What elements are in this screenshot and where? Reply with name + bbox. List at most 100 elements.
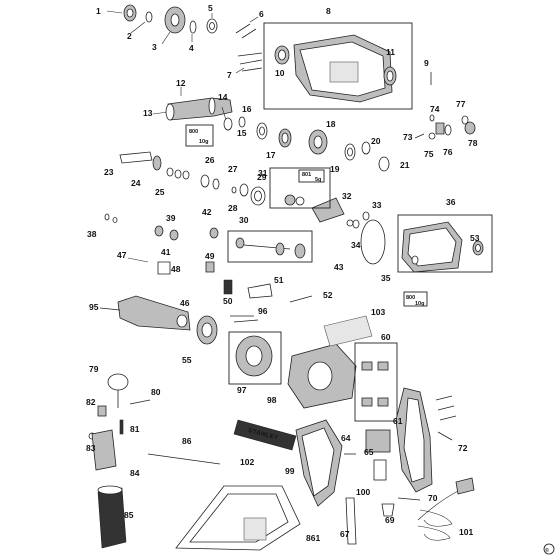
part-number-label: 100 bbox=[356, 487, 370, 497]
part-861-case bbox=[175, 485, 301, 551]
part-7-screws bbox=[235, 52, 263, 74]
part-number-label: 36 bbox=[446, 197, 456, 207]
part-number-label: 1 bbox=[96, 6, 101, 16]
part-97-brush-holder bbox=[235, 335, 273, 377]
part-number-label: 861 bbox=[306, 533, 320, 543]
part-number-label: 103 bbox=[371, 307, 385, 317]
part-number-label: 43 bbox=[334, 262, 344, 272]
part-number-label: 25 bbox=[155, 187, 165, 197]
part-85-side-handle bbox=[97, 485, 127, 549]
part-number-label: 18 bbox=[326, 119, 336, 129]
part-number-label: 21 bbox=[400, 160, 410, 170]
part-number-label: 65 bbox=[364, 447, 374, 457]
part-number-label: 52 bbox=[323, 290, 333, 300]
part-100-switch bbox=[373, 459, 387, 481]
part-number-label: 69 bbox=[385, 515, 395, 525]
part-1-collar bbox=[106, 4, 137, 22]
part-25-31-subassembly bbox=[284, 194, 305, 206]
part-number-label: 41 bbox=[161, 247, 171, 257]
grease-callout-text: 5g bbox=[315, 177, 321, 183]
part-number-label: 83 bbox=[86, 443, 96, 453]
assembly-box-36 bbox=[397, 214, 493, 273]
part-5-spring bbox=[206, 13, 218, 34]
part-6-pins-top bbox=[235, 16, 259, 39]
part-number-label: 8 bbox=[326, 6, 331, 16]
part-number-label: 80 bbox=[151, 387, 161, 397]
part-number-label: 74 bbox=[430, 104, 440, 114]
part-55-baffle bbox=[196, 315, 218, 345]
copyright-mark: © bbox=[545, 547, 549, 554]
grease-callout-c: 800 10g bbox=[406, 295, 424, 307]
part-number-label: 64 bbox=[341, 433, 351, 443]
part-101-cable bbox=[417, 477, 475, 541]
part-number-label: 39 bbox=[166, 213, 176, 223]
part-47-48-49 bbox=[127, 257, 215, 275]
part-23-shaft bbox=[119, 151, 153, 164]
part-number-label: 24 bbox=[131, 178, 141, 188]
part-number-label: 79 bbox=[89, 364, 99, 374]
part-number-label: 7 bbox=[227, 70, 232, 80]
part-number-label: 15 bbox=[237, 128, 247, 138]
part-number-label: 38 bbox=[87, 229, 97, 239]
part-28-29-30 bbox=[231, 183, 266, 206]
part-number-label: 78 bbox=[468, 138, 478, 148]
part-67-cable-sleeve bbox=[345, 497, 357, 545]
part-95-armature bbox=[99, 295, 191, 331]
part-number-label: 47 bbox=[117, 250, 127, 260]
part-25-washers bbox=[166, 167, 190, 180]
part-21-oring bbox=[378, 156, 390, 172]
part-73-78-small-parts bbox=[414, 114, 476, 140]
grease-callout-b: 801 5g bbox=[302, 172, 321, 183]
part-18-gear bbox=[308, 129, 328, 155]
part-36-cylinder-housing bbox=[401, 221, 484, 273]
part-number-label: 70 bbox=[428, 493, 438, 503]
part-8-gear-housing bbox=[274, 34, 397, 103]
part-number-label: 19 bbox=[330, 164, 340, 174]
part-number-label: 33 bbox=[372, 200, 382, 210]
part-number-label: 55 bbox=[182, 355, 192, 365]
part-number-label: 84 bbox=[130, 468, 140, 478]
grease-tag-c bbox=[403, 291, 428, 307]
part-number-label: 75 bbox=[424, 149, 434, 159]
part-27-ring bbox=[212, 178, 220, 190]
part-number-label: 23 bbox=[104, 167, 114, 177]
part-69-70 bbox=[381, 497, 421, 517]
assembly-box-8 bbox=[263, 22, 413, 110]
grease-callout-text: 10g bbox=[415, 301, 424, 307]
part-2-ring bbox=[130, 11, 153, 34]
part-99-housing-half bbox=[295, 419, 343, 507]
part-number-label: 35 bbox=[381, 273, 391, 283]
part-number-label: 95 bbox=[89, 302, 99, 312]
part-number-label: 61 bbox=[393, 416, 403, 426]
part-number-label: 34 bbox=[351, 240, 361, 250]
part-number-label: 82 bbox=[86, 397, 96, 407]
part-number-label: 77 bbox=[456, 99, 466, 109]
part-50-51-52 bbox=[223, 279, 313, 303]
part-number-label: 2 bbox=[127, 31, 132, 41]
part-86-chisel bbox=[147, 453, 221, 465]
part-33-34-35 bbox=[346, 211, 386, 265]
part-number-label: 12 bbox=[176, 78, 186, 88]
part-number-label: 101 bbox=[459, 527, 473, 537]
part-64-65 bbox=[344, 429, 391, 455]
part-number-label: 102 bbox=[240, 457, 254, 467]
part-number-label: 26 bbox=[205, 155, 215, 165]
part-19-ring bbox=[344, 143, 356, 161]
part-number-label: 13 bbox=[143, 108, 153, 118]
part-number-label: 20 bbox=[371, 136, 381, 146]
part-number-label: 67 bbox=[340, 529, 350, 539]
part-84-handle-bracket bbox=[91, 429, 117, 471]
part-20-ring bbox=[361, 141, 371, 155]
part-number-label: 27 bbox=[228, 164, 238, 174]
grease-callout-text: 800 bbox=[406, 295, 415, 301]
part-number-label: 53 bbox=[470, 233, 480, 243]
part-number-label: 42 bbox=[202, 207, 212, 217]
part-number-label: 10 bbox=[275, 68, 285, 78]
part-number-label: 51 bbox=[274, 275, 284, 285]
grease-callout-text: 800 bbox=[189, 129, 198, 135]
part-26-ring bbox=[200, 174, 210, 188]
part-60-brushes bbox=[361, 361, 389, 407]
part-96-screws bbox=[230, 315, 259, 323]
